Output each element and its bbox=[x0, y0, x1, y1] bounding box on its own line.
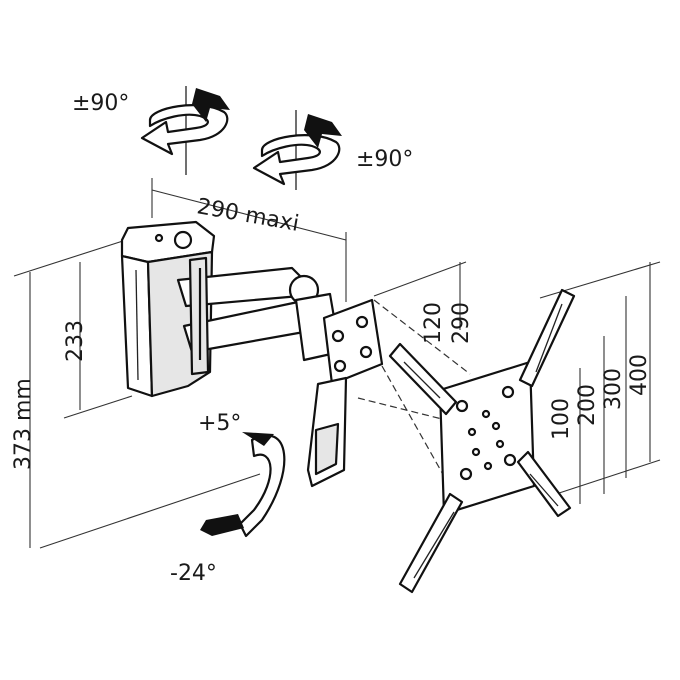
label-vesa-400: 400 bbox=[627, 354, 652, 396]
label-vesa-290: 290 bbox=[449, 302, 474, 344]
swivel-arrow-left bbox=[140, 86, 230, 175]
label-tilt-down: -24° bbox=[170, 561, 217, 586]
label-vesa-100: 100 bbox=[549, 398, 574, 440]
label-vesa-200: 200 bbox=[575, 384, 600, 426]
label-vesa-300: 300 bbox=[601, 368, 626, 410]
label-total-height: 373 mm bbox=[11, 378, 36, 470]
label-max-extension: 290 maxi bbox=[195, 194, 301, 237]
label-vesa-120: 120 bbox=[421, 302, 446, 344]
label-tilt-up: +5° bbox=[198, 411, 241, 436]
label-bracket-height: 233 bbox=[63, 320, 88, 362]
label-swivel-right: ±90° bbox=[356, 147, 413, 172]
dimension-lines bbox=[13, 178, 661, 549]
tilt-head bbox=[294, 292, 384, 488]
tilt-arrow bbox=[200, 432, 286, 538]
swivel-arrow-right bbox=[252, 110, 342, 190]
articulated-arm bbox=[176, 256, 320, 376]
label-swivel-left: ±90° bbox=[72, 91, 129, 116]
vesa-plate bbox=[388, 288, 576, 594]
